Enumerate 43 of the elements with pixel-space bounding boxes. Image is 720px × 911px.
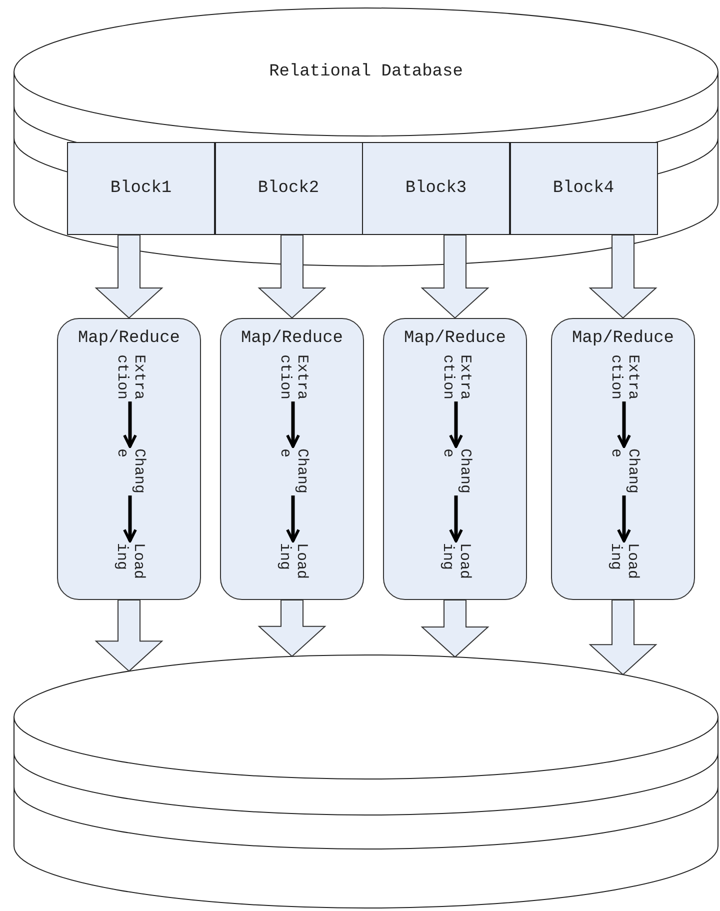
step-label: Extraction xyxy=(113,354,147,400)
block-arrow xyxy=(420,234,490,319)
arrow xyxy=(617,402,631,448)
process-box xyxy=(57,318,201,600)
box-heading: Map/Reduce xyxy=(76,329,182,348)
arrow xyxy=(449,402,463,448)
arrow xyxy=(286,402,300,448)
block-arrow xyxy=(94,234,164,319)
step-label: Loading xyxy=(607,543,641,579)
step-label: Extraction xyxy=(607,354,641,400)
box-heading: Map/Reduce xyxy=(402,329,508,348)
data-block: Block1 xyxy=(67,142,215,235)
step-label: Change xyxy=(607,448,641,494)
block-arrow xyxy=(588,234,658,319)
data-block: Block2 xyxy=(214,142,362,235)
box-heading: Map/Reduce xyxy=(570,329,676,348)
arrow xyxy=(286,496,300,542)
step-label: Loading xyxy=(113,543,147,579)
box-heading: Map/Reduce xyxy=(240,329,344,348)
block-arrow xyxy=(588,600,658,676)
block-arrow xyxy=(94,600,164,672)
step-label: Extraction xyxy=(276,354,310,400)
block-arrow xyxy=(258,234,326,319)
step-label: Extraction xyxy=(439,354,473,400)
arrow xyxy=(123,496,137,542)
database-cylinder xyxy=(14,8,718,266)
database-label: Relational Database xyxy=(269,62,463,82)
block-arrow xyxy=(258,600,326,658)
process-box xyxy=(220,318,364,600)
database-cylinder xyxy=(14,655,718,908)
process-box xyxy=(551,318,695,600)
step-label: Change xyxy=(276,448,310,494)
arrow xyxy=(449,496,463,542)
data-block: Block4 xyxy=(510,142,658,235)
step-label: Change xyxy=(113,448,147,494)
data-block: Block3 xyxy=(362,142,510,235)
step-label: Loading xyxy=(276,543,310,579)
arrow xyxy=(617,496,631,542)
step-label: Change xyxy=(439,448,473,494)
arrow xyxy=(123,402,137,448)
step-label: Loading xyxy=(439,543,473,579)
block-arrow xyxy=(420,600,490,658)
process-box xyxy=(383,318,527,600)
